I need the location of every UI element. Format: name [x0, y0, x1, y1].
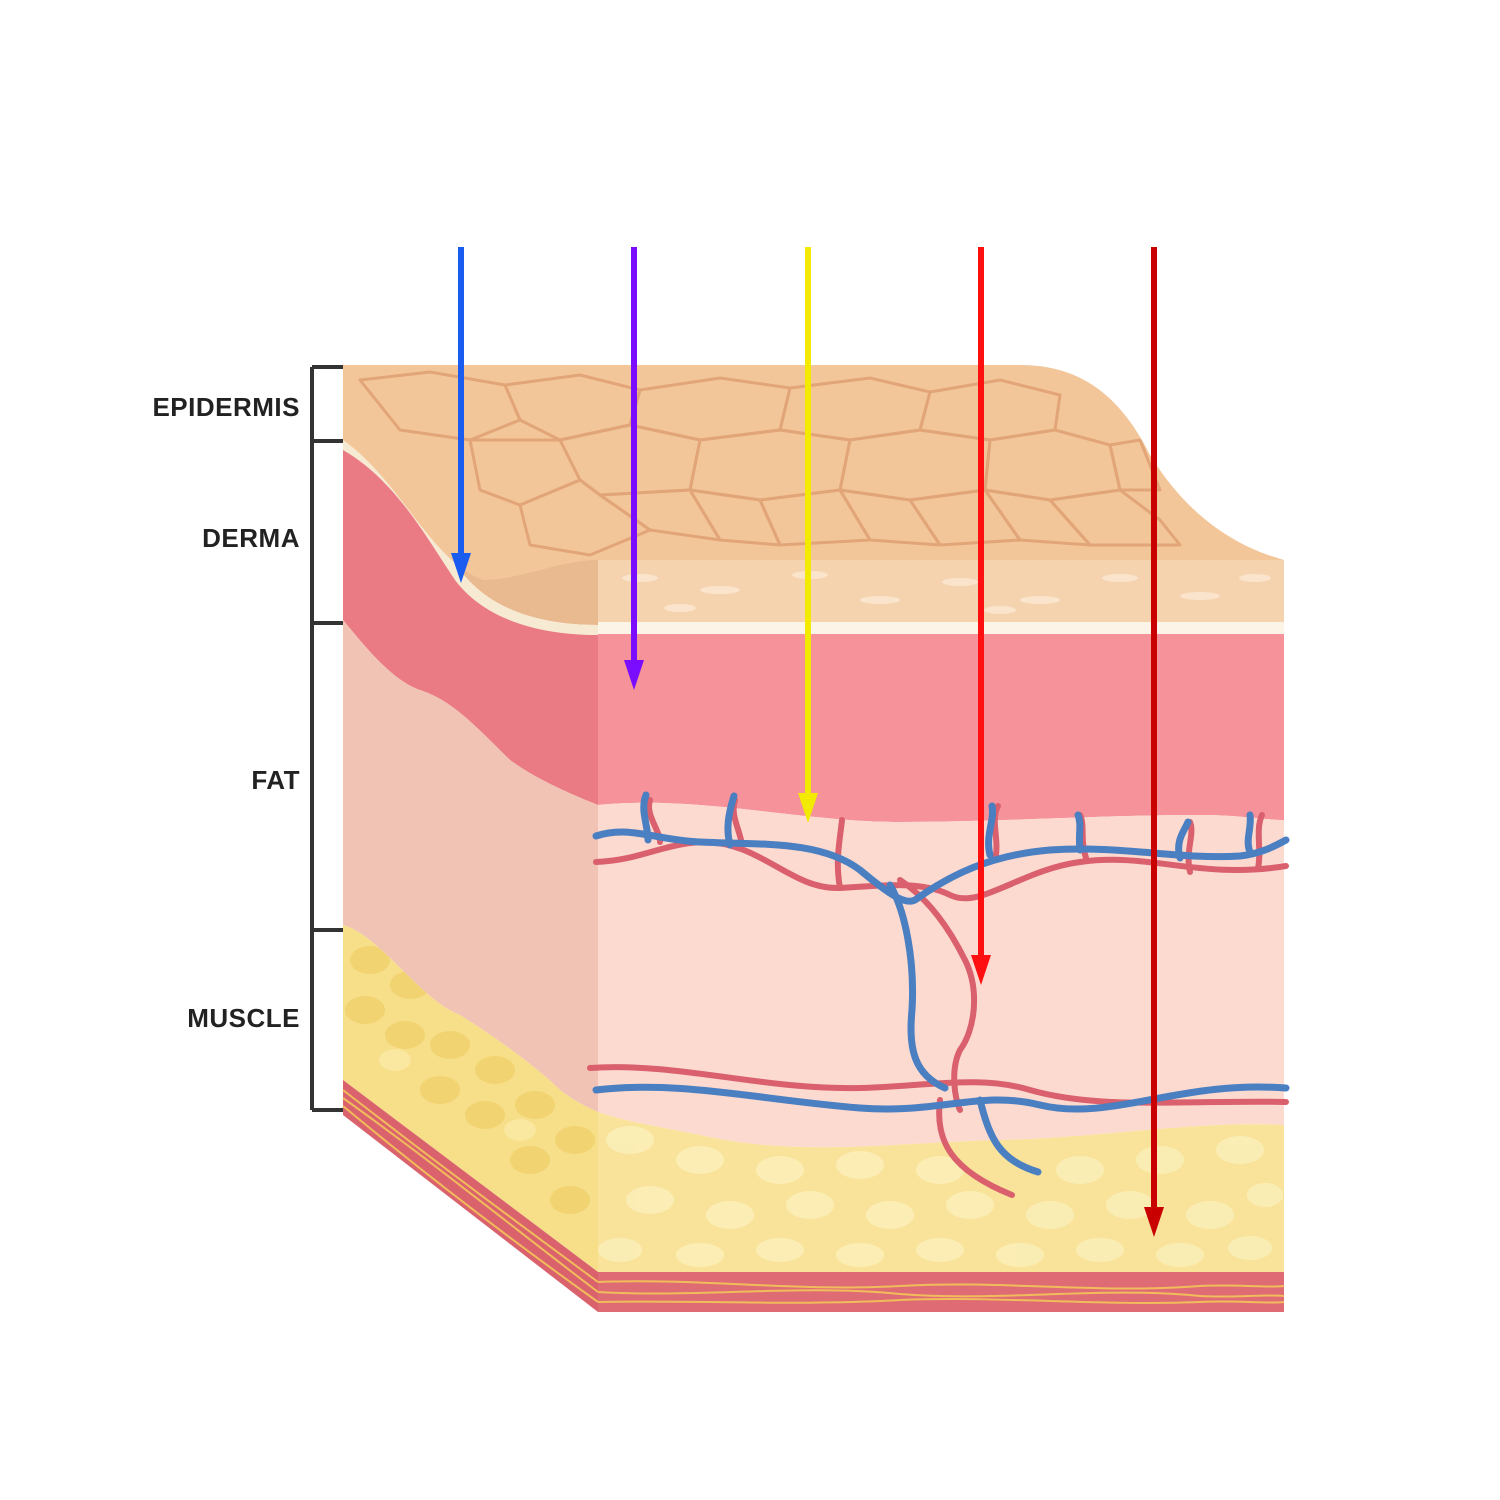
hypodermis-front-cells [598, 1126, 1283, 1267]
vein-descending [976, 1096, 1042, 1176]
arrow-5-head [1144, 1207, 1164, 1237]
epidermis-front-texture [622, 571, 1271, 614]
hypodermis-front [598, 1112, 1284, 1272]
arrow-2-head [624, 660, 644, 690]
vein-vertical [886, 881, 949, 1092]
penetration-arrows [451, 247, 1164, 1237]
label-derma: DERMA [202, 523, 300, 553]
dermis-front [598, 634, 1284, 822]
artery-vertical [897, 877, 978, 1113]
epidermis-dermis-boundary-front [598, 622, 1284, 634]
muscle-side-fibers [342, 1089, 599, 1303]
label-muscle: MUSCLE [187, 1003, 300, 1033]
hypodermis-side [343, 925, 598, 1272]
epidermis-cell-pattern [358, 370, 1182, 557]
fat-side [343, 620, 598, 1112]
epidermis-top [343, 365, 1284, 580]
arrow-1-head [451, 553, 471, 583]
fat-front [598, 802, 1284, 1148]
vein-upper [592, 828, 1290, 905]
muscle-front-fibers [597, 1280, 1285, 1304]
layer-bracket [310, 365, 343, 1112]
dermis-side [343, 450, 598, 805]
hypodermis-side-cells [345, 946, 595, 1214]
label-fat: FAT [251, 765, 300, 795]
arrow-4-head [971, 955, 991, 985]
label-epidermis: EPIDERMIS [152, 392, 300, 422]
artery-descending [936, 1097, 1015, 1198]
arrow-3-head [798, 793, 818, 823]
